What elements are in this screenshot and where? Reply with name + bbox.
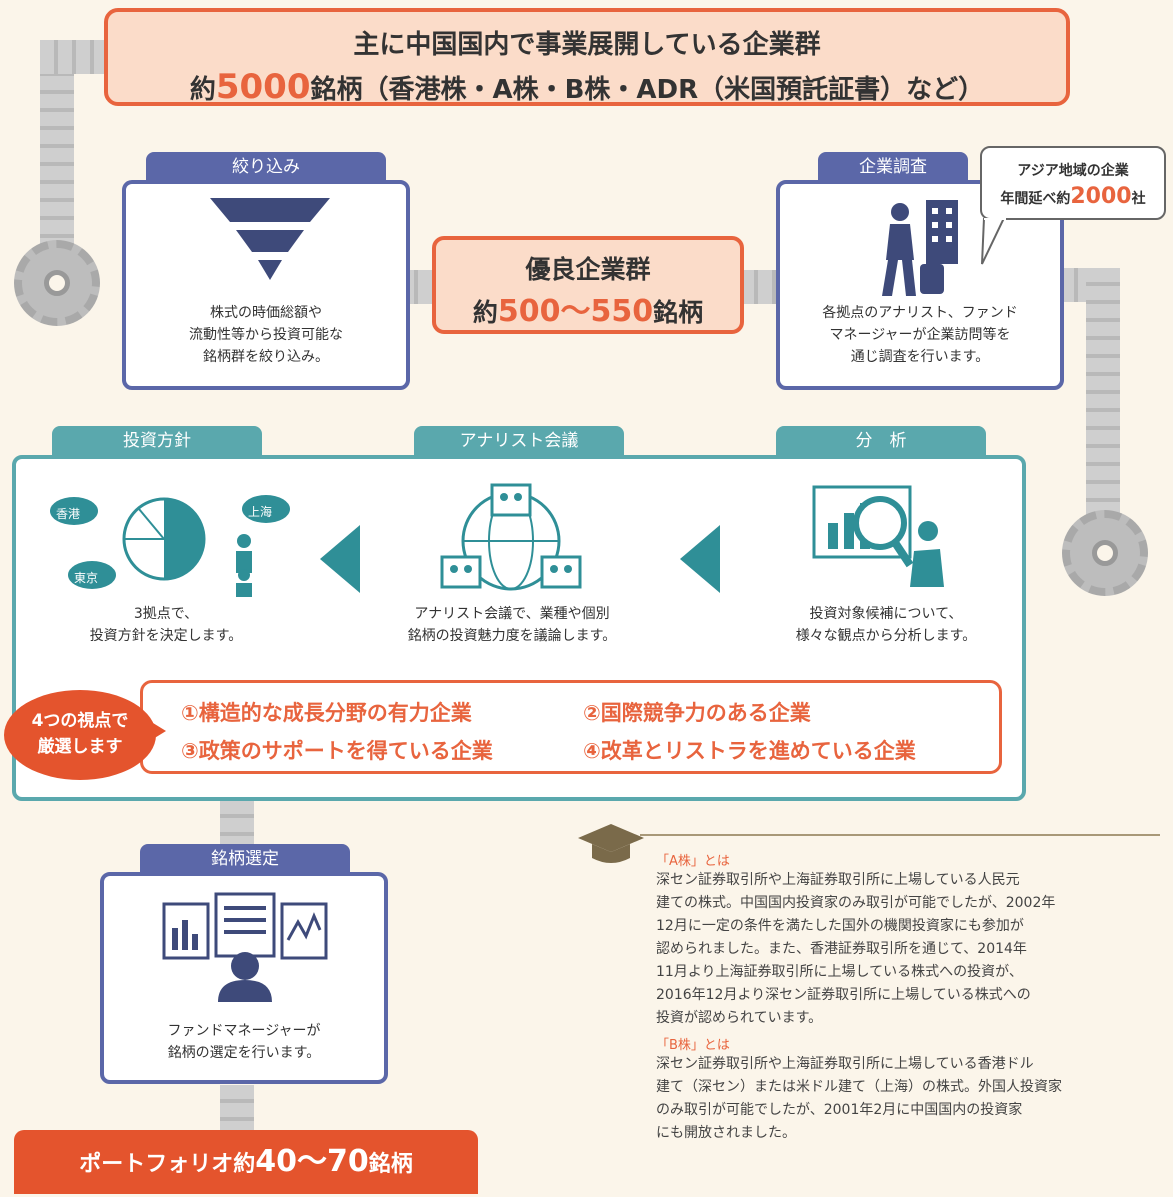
viewpoint-1: ①構造的な成長分野の有力企業 (181, 701, 472, 725)
glossary-b-text: 深セン証券取引所や上海証券取引所に上場している香港ドル (656, 1056, 1034, 1072)
banner-count: 5000 (215, 67, 311, 107)
glossary-a-text: 認められました。また、香港証券取引所を通じて、2014年 (656, 941, 1027, 957)
viewpoints-box: ①構造的な成長分野の有力企業 ②国際競争力のある企業 ③政策のサポートを得ている… (140, 680, 1002, 774)
portfolio-banner: ポートフォリオ約40〜70銘柄 (14, 1130, 478, 1194)
research-text: 各拠点のアナリスト、ファンド (822, 305, 1018, 321)
banner-title: 主に中国国内で事業展開している企業群 (353, 30, 821, 60)
analyst-meeting-text: アナリスト会議で、業種や個別 (414, 606, 610, 622)
selection-card: ファンドマネージャーが 銘柄の選定を行います。 (100, 872, 388, 1084)
research-card: 各拠点のアナリスト、ファンド マネージャーが企業訪問等を 通じ調査を行います。 (776, 180, 1064, 390)
glossary-a-text: 深セン証券取引所や上海証券取引所に上場している人民元 (656, 872, 1020, 888)
city-label-tokyo: 東京 (74, 571, 99, 585)
tab-analysis: 分 析 (776, 426, 986, 456)
flow-arrow-icon (320, 525, 360, 593)
glossary-b-heading: 「B株」とは (656, 1038, 730, 1053)
tab-analyst-meeting: アナリスト会議 (414, 426, 624, 456)
banner-subtitle: 約5000銘柄（香港株・A株・B株・ADR（米国預託証書）など） (189, 67, 985, 107)
quality-companies-box: 優良企業群 約500〜550銘柄 (432, 236, 744, 334)
glossary-a-text: 12月に一定の条件を満たした国外の機関投資家にも参加が (656, 918, 1024, 934)
policy-meeting-icon (50, 495, 290, 597)
glossary-a-text: 11月より上海証券取引所に上場している株式への投資が、 (656, 964, 1023, 980)
tab-research: 企業調査 (818, 152, 968, 182)
viewpoint-3: ③政策のサポートを得ている企業 (181, 739, 493, 763)
viewpoint-2: ②国際競争力のある企業 (583, 701, 811, 725)
research-text: マネージャーが企業訪問等を (829, 327, 1011, 343)
conveyor-track (740, 270, 780, 304)
gear-icon (1062, 510, 1148, 596)
glossary-a-text: 投資が認められています。 (656, 1010, 823, 1026)
conveyor-track (40, 40, 74, 270)
glossary: 「A株」とは 深セン証券取引所や上海証券取引所に上場している人民元 建ての株式。… (656, 850, 1166, 1145)
gear-icon (14, 240, 100, 326)
analysis-text: 様々な観点から分析します。 (795, 628, 977, 644)
callout-tail (981, 218, 1006, 265)
tab-screening: 絞り込み (146, 152, 386, 182)
glossary-b-text: にも開放されました。 (656, 1125, 796, 1141)
flow-arrow-icon (680, 525, 720, 593)
selection-text: 銘柄の選定を行います。 (167, 1045, 321, 1061)
city-label-shanghai: 上海 (248, 505, 273, 519)
glossary-divider (640, 834, 1160, 836)
glossary-a-heading: 「A株」とは (656, 854, 730, 869)
universe-banner: 主に中国国内で事業展開している企業群 約5000銘柄（香港株・A株・B株・ADR… (104, 8, 1070, 107)
tab-investment-policy: 投資方針 (52, 426, 262, 456)
glossary-a-text: 建ての株式。中国国内投資家のみ取引が可能でしたが、2002年 (656, 895, 1056, 911)
research-text: 通じ調査を行います。 (850, 349, 990, 365)
fund-manager-icon (162, 892, 328, 1002)
glossary-a-text: 2016年12月より深セン証券取引所に上場している株式への (656, 987, 1031, 1003)
analyst-meeting-text: 銘柄の投資魅力度を議論します。 (407, 628, 617, 644)
viewpoint-4: ④改革とリストラを進めている企業 (583, 739, 916, 763)
analysis-icon (812, 485, 944, 587)
screening-card: 株式の時価総額や 流動性等から投資可能な 銘柄群を絞り込み。 (122, 180, 410, 390)
funnel-icon (210, 198, 330, 280)
global-meeting-icon (440, 483, 582, 591)
viewpoints-bubble: 4つの視点で 厳選します (4, 690, 156, 780)
conveyor-track (220, 800, 254, 850)
business-visit-icon (882, 200, 958, 296)
screening-text: 流動性等から投資可能な (189, 327, 343, 343)
analysis-text: 投資対象候補について、 (809, 606, 963, 622)
screening-text: 銘柄群を絞り込み。 (203, 349, 329, 365)
policy-text: 3拠点で、 (133, 606, 199, 622)
quality-count: 約500〜550銘柄 (472, 294, 704, 329)
city-label-hk: 香港 (56, 507, 81, 521)
research-callout: アジア地域の企業 年間延べ約2000社 (980, 146, 1166, 220)
policy-text: 投資方針を決定します。 (89, 628, 243, 644)
quality-title: 優良企業群 (525, 255, 651, 284)
tab-stock-selection: 銘柄選定 (140, 844, 350, 874)
screening-text: 株式の時価総額や (210, 305, 322, 321)
graduation-cap-icon (578, 824, 644, 863)
glossary-b-text: 建て（深セン）または米ドル建て（上海）の株式。外国人投資家 (656, 1079, 1062, 1095)
conveyor-track (220, 1085, 254, 1135)
glossary-b-text: のみ取引が可能でしたが、2001年2月に中国国内の投資家 (656, 1102, 1023, 1118)
selection-text: ファンドマネージャーが (167, 1023, 321, 1039)
